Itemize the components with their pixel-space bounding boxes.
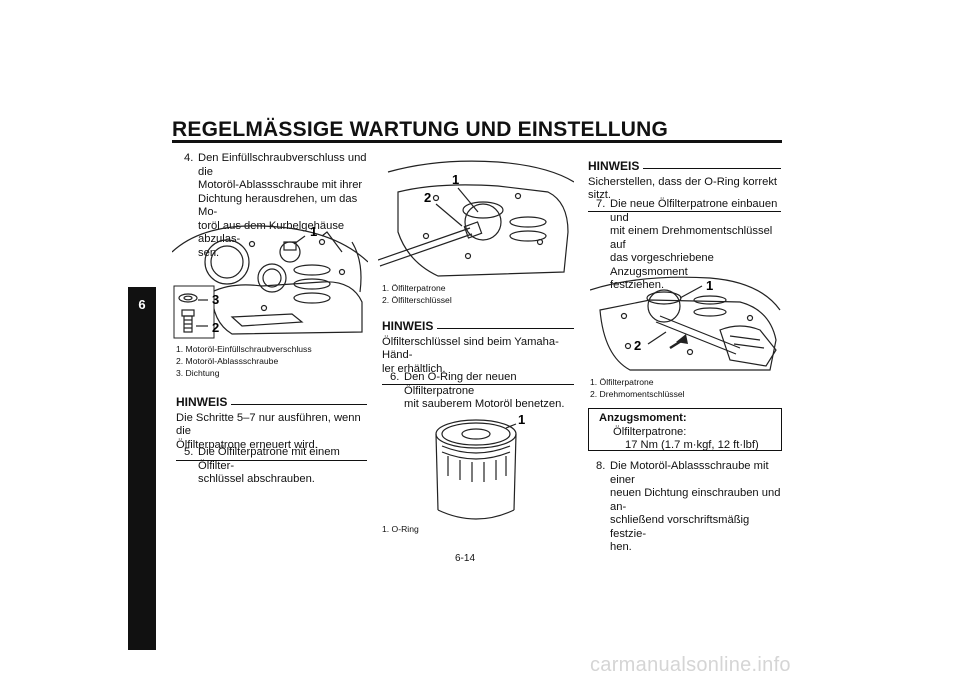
step-line: Die Motoröl-Ablassschraube mit einer: [610, 460, 769, 486]
callout-1: 1: [518, 412, 525, 427]
callout-2: 2: [212, 320, 219, 335]
step-number: 4.: [184, 152, 194, 164]
title-rule: [172, 140, 782, 143]
callout-1: 1: [310, 224, 317, 239]
step-line: toröl aus dem Kurbelgehäuse abzulas-: [198, 219, 345, 246]
step-line: Den O-Ring der neuen Ölfilterpatrone: [404, 371, 517, 397]
torque-item: Ölfilterpatrone:: [613, 425, 687, 438]
step-line: Motoröl-Ablassschraube mit ihrer: [198, 179, 363, 191]
oil-filter-wrench-figure: 1 2: [378, 160, 574, 277]
torque-spec-box: Anzugsmoment: Ölfilterpatrone: 17 Nm (1.…: [588, 408, 782, 451]
hinweis-heading: HINWEIS: [588, 159, 640, 173]
step-6: 6. Den O-Ring der neuen Ölfilterpatrone …: [390, 371, 580, 412]
caption: 2. Drehmomentschlüssel: [590, 389, 685, 399]
callout-2: 2: [634, 338, 641, 353]
step-line: hen.: [610, 541, 632, 553]
engine-figure-oil-cap: 1 3 2: [172, 224, 368, 339]
callout-1: 1: [706, 278, 713, 293]
page-number: 6-14: [455, 553, 476, 564]
caption: 1. O-Ring: [382, 524, 419, 534]
callout-3: 3: [212, 292, 219, 307]
step-line: schlüssel abschrauben.: [198, 473, 315, 485]
callout-1: 1: [452, 172, 459, 187]
step-5: 5. Die Ölfilterpatrone mit einem Ölfilte…: [184, 446, 374, 487]
step-number: 7.: [596, 198, 606, 210]
step-number: 6.: [390, 371, 400, 383]
caption: 1. Motoröl-Einfüllschraubverschluss: [176, 344, 312, 354]
hinweis-line: Sicherstellen, dass der O-Ring korrekt s…: [588, 175, 778, 202]
figure-captions: 1. Ölfilterpatrone 2. Ölfilterschlüssel: [382, 282, 572, 306]
page-title: REGELMÄSSIGE WARTUNG UND EINSTELLUNG: [172, 118, 669, 141]
hinweis-heading: HINWEIS: [382, 319, 434, 333]
torque-wrench-figure: 1 2: [590, 276, 781, 371]
callout-2: 2: [424, 190, 431, 205]
step-4: 4. Den Einfüllschraubverschluss und die …: [184, 152, 374, 260]
step-number: 5.: [184, 446, 194, 458]
step-number: 8.: [596, 460, 606, 472]
caption: 3. Dichtung: [176, 368, 220, 378]
caption: 1. Ölfilterpatrone: [590, 377, 654, 387]
step-line: mit einem Drehmomentschlüssel auf: [610, 225, 773, 251]
step-line: Die Ölfilterpatrone mit einem Ölfilter-: [198, 446, 340, 472]
hinweis-box-3: HINWEIS Sicherstellen, dass der O-Ring k…: [588, 159, 781, 212]
hinweis-heading: HINWEIS: [176, 395, 228, 409]
chapter-tab: 6: [128, 287, 156, 650]
torque-label: Anzugsmoment:: [599, 412, 687, 424]
figure-captions: 1. Ölfilterpatrone 2. Drehmomentschlüsse…: [590, 376, 780, 400]
hinweis-line: ler erhältlich.: [382, 362, 446, 375]
step-line: schließend vorschriftsmäßig festzie-: [610, 514, 750, 540]
torque-value: 17 Nm (1.7 m·kgf, 12 ft·lbf): [625, 439, 759, 451]
step-7: 7. Die neue Ölfilterpatrone einbauen und…: [596, 198, 786, 293]
step-line: mit sauberem Motoröl benetzen.: [404, 398, 565, 410]
step-line: neuen Dichtung einschrauben und an-: [610, 487, 781, 513]
chapter-number: 6: [138, 297, 146, 312]
hinweis-box-2: HINWEIS Ölfilterschlüssel sind beim Yama…: [382, 319, 574, 385]
watermark: carmanualsonline.info: [590, 654, 791, 676]
caption: 2. Ölfilterschlüssel: [382, 295, 452, 305]
oil-filter-o-ring-figure: 1: [435, 412, 525, 520]
step-line: sen.: [198, 246, 220, 259]
hinweis-line: Ölfilterpatrone erneuert wird.: [176, 438, 318, 451]
caption: 2. Motoröl-Ablassschraube: [176, 356, 279, 366]
step-line: Den Einfüllschraubverschluss und die: [198, 152, 367, 178]
caption: 1. Ölfilterpatrone: [382, 283, 446, 293]
hinweis-line: Ölfilterschlüssel sind beim Yamaha-Händ-: [382, 335, 559, 362]
hinweis-line: Die Schritte 5–7 nur ausführen, wenn die: [176, 411, 361, 438]
figure-captions: 1. Motoröl-Einfüllschraubverschluss 2. M…: [176, 343, 366, 379]
step-line: Dichtung herausdrehen, um das Mo-: [198, 192, 358, 219]
hinweis-box-1: HINWEIS Die Schritte 5–7 nur ausführen, …: [176, 395, 367, 461]
figure-captions: 1. O-Ring: [382, 523, 572, 535]
step-8: 8. Die Motoröl-Ablassschraube mit einer …: [596, 460, 786, 555]
step-line: Die neue Ölfilterpatrone einbauen und: [610, 198, 778, 224]
step-line: das vorgeschriebene Anzugsmoment: [610, 252, 714, 278]
